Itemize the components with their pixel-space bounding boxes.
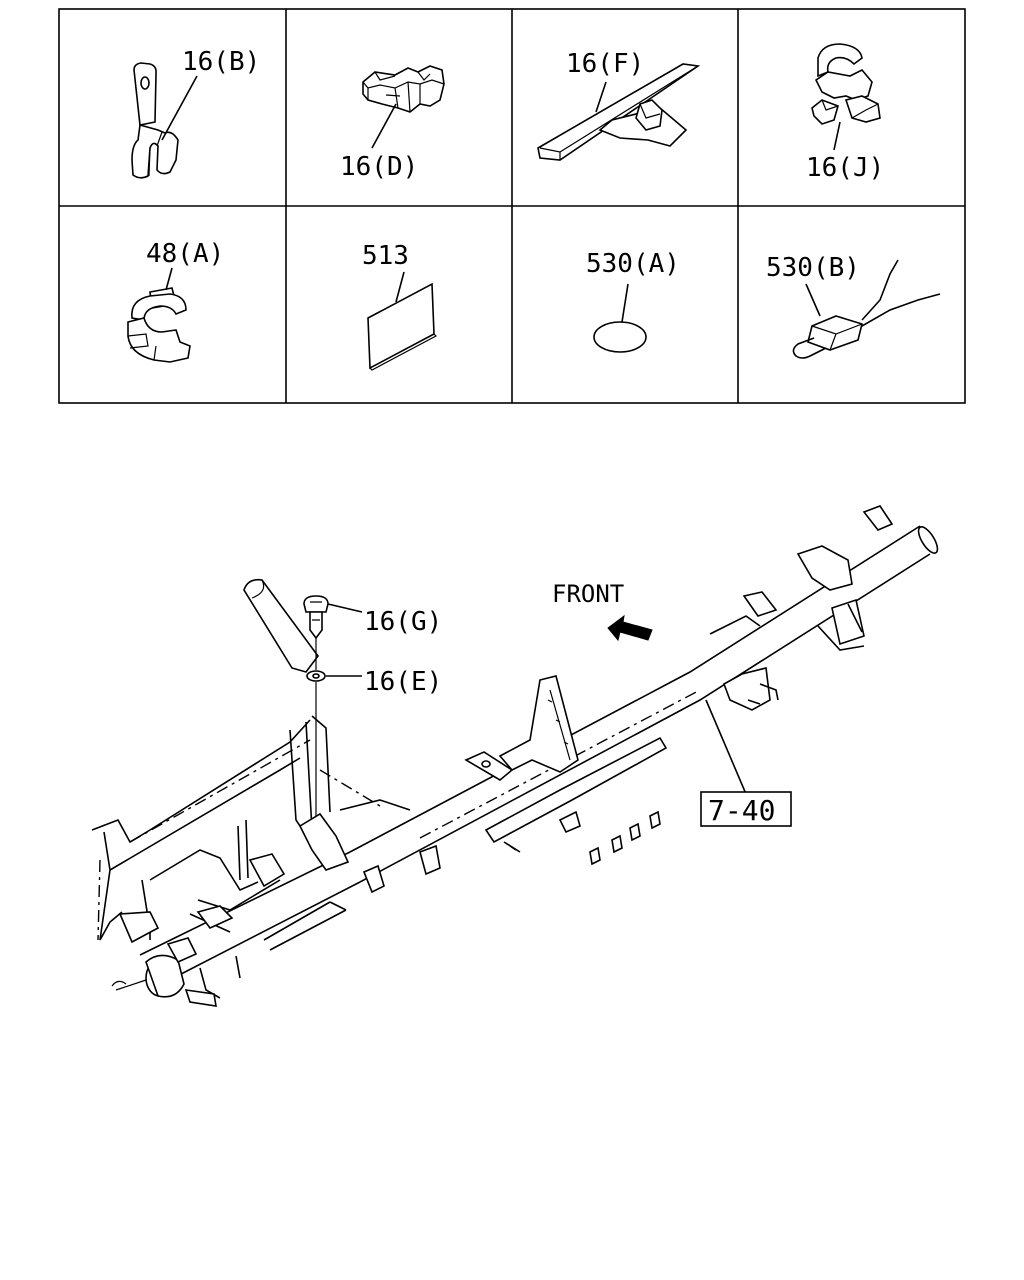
push-clip-icon xyxy=(303,595,329,613)
washer-icon xyxy=(306,670,326,682)
part-cell-48a: 48(A) xyxy=(127,239,224,363)
bracket-clip-icon xyxy=(537,63,701,161)
part-cell-16j: 16(J) xyxy=(806,43,884,183)
callout-16g: 16(G) xyxy=(364,607,442,637)
parts-table xyxy=(58,8,966,404)
part-cell-530a: 530(A) xyxy=(586,249,680,353)
harness-clip-icon xyxy=(362,65,445,149)
part-label-48a: 48(A) xyxy=(146,239,224,269)
reference-callout: 7-40 xyxy=(700,699,792,827)
oval-sticker-icon xyxy=(593,283,647,353)
part-cell-16f: 16(F) xyxy=(537,49,701,161)
wire-holder-icon xyxy=(792,259,941,359)
clip-with-tab-icon xyxy=(131,62,198,179)
front-label: FRONT xyxy=(552,580,624,608)
front-indicator: FRONT xyxy=(552,580,653,642)
part-label-16b: 16(B) xyxy=(182,47,260,77)
front-arrow-icon xyxy=(607,614,653,642)
callout-16e: 16(E) xyxy=(364,667,442,697)
fastener-assembly: 16(G) 16(E) xyxy=(243,578,442,832)
part-cell-513: 513 xyxy=(362,241,437,371)
part-label-16f: 16(F) xyxy=(566,49,644,79)
part-label-16d: 16(D) xyxy=(340,152,418,182)
double-clip-icon xyxy=(811,43,881,151)
center-bracket xyxy=(464,675,579,781)
left-frame xyxy=(91,715,441,1007)
part-label-530a: 530(A) xyxy=(586,249,680,279)
pipe-clamp-icon xyxy=(127,267,191,363)
pad-icon xyxy=(367,271,437,371)
part-label-16j: 16(J) xyxy=(806,153,884,183)
lower-support-rail xyxy=(484,736,668,866)
part-cell-530b: 530(B) xyxy=(766,253,941,359)
part-label-513: 513 xyxy=(362,241,409,271)
part-cell-16b: 16(B) xyxy=(131,47,260,179)
part-label-530b: 530(B) xyxy=(766,253,860,283)
part-cell-16d: 16(D) xyxy=(340,65,445,182)
right-brackets xyxy=(709,505,894,711)
callout-7-40: 7-40 xyxy=(708,794,775,827)
reference-box xyxy=(700,791,792,827)
